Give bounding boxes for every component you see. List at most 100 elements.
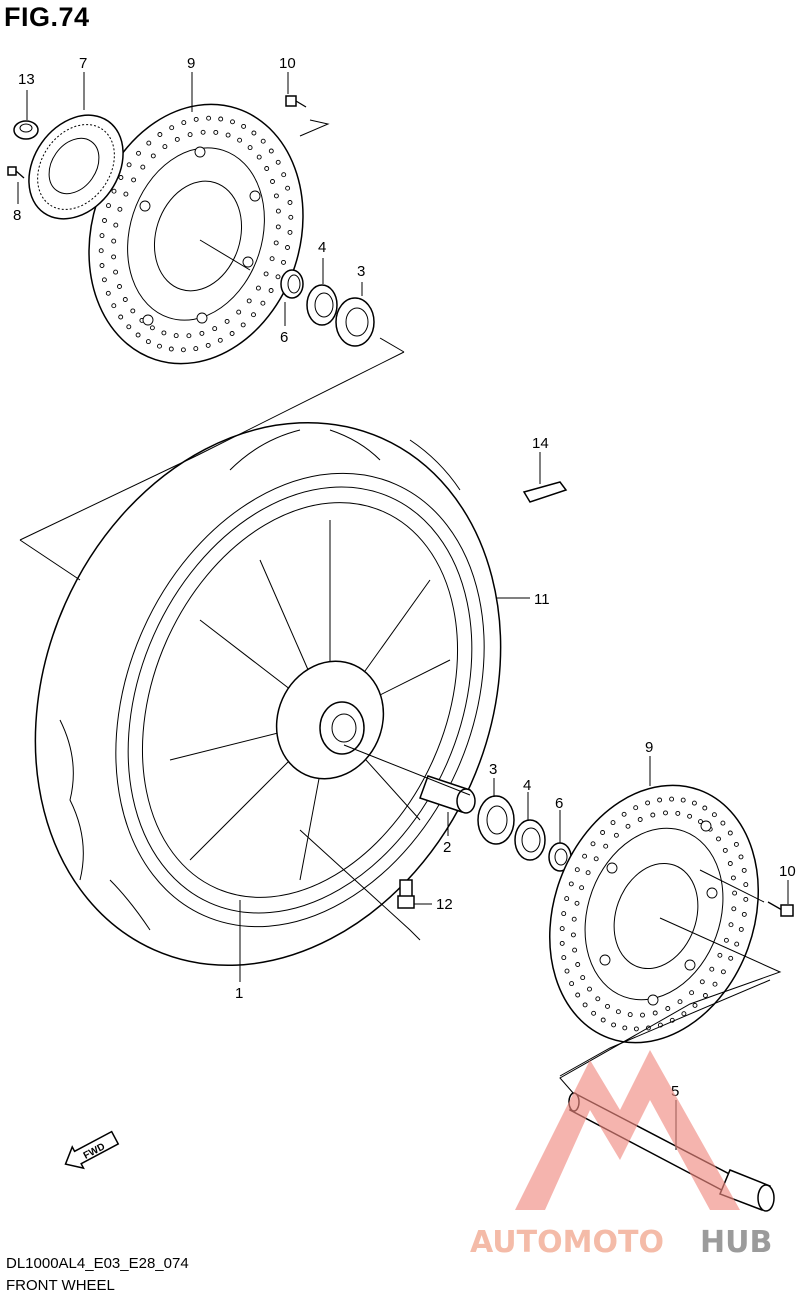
disc-vent-hole [712,981,718,987]
disc-vent-hole [665,1006,671,1011]
disc-vent-hole [741,911,747,917]
nut-part [13,120,39,140]
callout-6-upper: 6 [280,329,288,346]
disc-vent-hole [561,911,567,917]
disc-vent-hole [722,847,728,853]
automotohub-watermark: AUTOMOTO HUB [470,1050,772,1260]
disc-vent-hole [180,347,186,353]
disc-vent-hole [663,810,668,816]
disc-vent-hole [687,813,693,819]
disc-vent-hole [615,1009,621,1015]
disc-vent-hole [603,843,609,849]
disc-vent-hole [741,867,747,873]
disc-vent-hole [145,339,151,345]
disc-vent-hole [559,940,565,946]
disc-vent-hole [102,218,107,223]
disc-vent-hole [605,1003,610,1009]
disc-vent-hole [709,966,715,972]
disc-vent-hole [738,926,744,932]
disc-vent-hole [111,188,117,194]
disc-vent-hole [169,125,175,131]
disc-vent-hole [117,206,123,212]
disc-vent-hole [255,285,261,291]
disc-vent-hole [275,224,281,230]
disc-vent-hole [146,140,152,146]
disc-vent-hole [229,331,235,336]
callout-labels: 13 7 9 10 8 4 3 6 14 11 1 2 3 4 6 12 9 1… [13,55,796,1100]
disc-vent-hole [711,812,717,818]
disc-vent-hole [677,999,683,1005]
disc-vent-hole [246,298,252,304]
disc-vent-hole [733,841,739,847]
disc-vent-hole [717,952,723,958]
bolt-part-10-upper [285,95,307,108]
disc-vent-hole [113,269,119,275]
disc-vent-hole [130,308,136,314]
disc-vent-hole [633,805,639,811]
disc-vent-hole [590,841,596,847]
disc-vent-hole [622,1025,628,1031]
disc-vent-hole [105,290,111,296]
callout-4-upper: 4 [318,239,326,256]
disc-vent-hole [561,955,567,961]
upper-brake-disc [88,103,304,365]
disc-vent-hole [193,116,199,122]
disc-vent-hole [187,132,193,138]
disc-vent-hole [582,853,588,859]
disc-vent-hole [611,1022,617,1028]
disc-vent-hole [150,153,156,159]
disc-vent-hole [157,343,162,349]
disc-vent-hole [645,800,651,806]
disc-vent-hole [281,172,287,178]
disc-vent-hole [637,817,643,822]
callout-12: 12 [436,896,453,913]
callout-13: 13 [18,71,35,88]
disc-vent-hole [251,312,256,318]
disc-vent-hole [621,811,627,817]
disc-vent-hole [591,1010,597,1016]
disc-vent-hole [225,132,231,138]
disc-vent-hole [731,906,737,912]
watermark-text-1: AUTOMOTO [470,1225,664,1260]
disc-vent-hole [251,130,257,136]
callout-3-lower: 3 [489,761,497,778]
disc-vent-hole [625,823,631,829]
disc-vent-hole [288,214,294,220]
disc-vent-hole [610,820,616,826]
disc-vent-hole [743,882,749,888]
front-wheel-assembly [34,421,502,967]
disc-vent-hole [702,993,708,998]
disc-vent-hole [627,1012,633,1018]
disc-vent-hole [732,890,738,896]
disc-vent-hole [260,300,266,306]
disc-vent-hole [585,870,591,876]
disc-vent-hole [564,968,570,974]
disc-vent-hole [285,185,291,191]
disc-vent-hole [99,263,105,268]
disc-vent-hole [728,955,734,961]
disc-vent-hole [574,900,580,906]
callout-14: 14 [532,435,549,452]
disc-vent-hole [692,1002,698,1008]
disc-vent-hole [270,179,275,184]
disc-vent-hole [613,832,619,838]
disc-vent-hole [168,346,174,352]
disc-vent-hole [570,932,576,938]
disc-vent-hole [574,867,580,873]
tire-valve [397,879,415,909]
disc-vent-hole [728,922,734,928]
upper-collar-seal-bearing [280,269,375,347]
disc-vent-hole [181,120,187,126]
disc-vent-hole [281,259,286,265]
disc-vent-hole [575,962,581,967]
disc-vent-hole [275,274,281,280]
disc-vent-hole [111,254,117,260]
bolt-part-10-lower [767,901,794,917]
disc-vent-hole [287,229,293,235]
disc-vent-hole [118,175,124,180]
disc-vent-hole [236,309,242,315]
disc-vent-hole [727,830,733,836]
fwd-label: FWD [82,1141,107,1161]
disc-vent-hole [268,288,274,293]
disc-vent-hole [657,797,663,803]
